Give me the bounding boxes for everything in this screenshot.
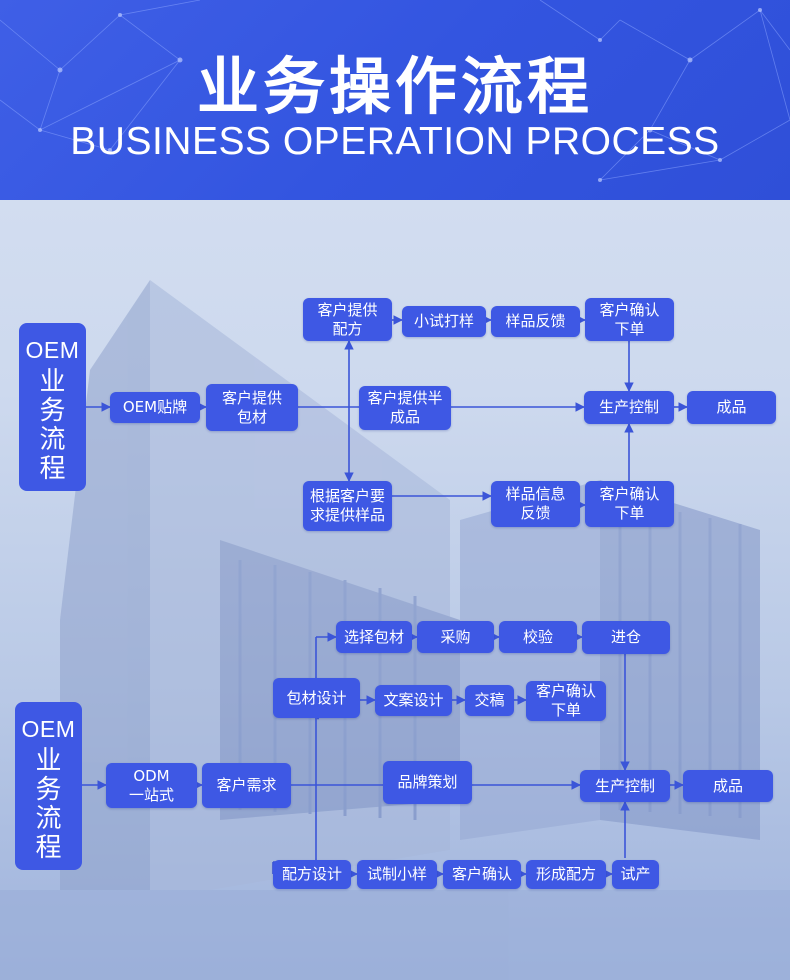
node-client-formula: 客户提供 配方 [303, 298, 392, 341]
node-packaging-design: 包材设计 [273, 678, 360, 718]
node-sample-info-feedback: 样品信息 反馈 [491, 481, 580, 527]
node-trial-production: 试产 [612, 860, 659, 889]
node-oem-production-control: 生产控制 [584, 391, 674, 424]
oem-label-en: OEM [19, 337, 86, 364]
node-odm-one-stop: ODM 一站式 [106, 763, 197, 808]
node-client-packaging: 客户提供 包材 [206, 384, 298, 431]
node-client-semi-product: 客户提供半 成品 [359, 386, 451, 430]
node-odm-finished-product: 成品 [683, 770, 773, 802]
node-brand-planning: 品牌策划 [383, 761, 472, 804]
odm-label-en: OEM [15, 716, 82, 743]
oem-label-cn: 业务流程 [38, 368, 68, 484]
odm-section-label: OEM 业务流程 [15, 702, 82, 870]
node-warehousing: 进仓 [582, 621, 670, 654]
node-submit-draft: 交稿 [465, 685, 514, 716]
node-trial-sample: 试制小样 [357, 860, 437, 889]
node-select-packaging: 选择包材 [336, 621, 412, 653]
node-client-needs: 客户需求 [202, 763, 291, 808]
node-client-confirm: 客户确认 [443, 860, 521, 889]
node-odm-production-control: 生产控制 [580, 770, 670, 802]
node-oem-sticker: OEM贴牌 [110, 392, 200, 423]
node-small-trial: 小试打样 [402, 306, 486, 337]
node-oem-finished-product: 成品 [687, 391, 776, 424]
node-form-formula: 形成配方 [526, 860, 606, 889]
node-client-confirm-bottom: 客户确认 下单 [585, 481, 674, 527]
node-sample-on-request: 根据客户要 求提供样品 [303, 481, 392, 531]
node-client-confirm-top: 客户确认 下单 [585, 298, 674, 341]
node-copy-design: 文案设计 [375, 685, 452, 716]
node-client-confirm-order: 客户确认 下单 [526, 681, 606, 721]
node-purchase: 采购 [417, 621, 494, 653]
node-sample-feedback: 样品反馈 [491, 306, 580, 337]
oem-section-label: OEM 业务流程 [19, 323, 86, 491]
odm-label-cn: 业务流程 [34, 747, 64, 863]
node-inspection: 校验 [499, 621, 577, 653]
node-formula-design: 配方设计 [273, 860, 351, 889]
